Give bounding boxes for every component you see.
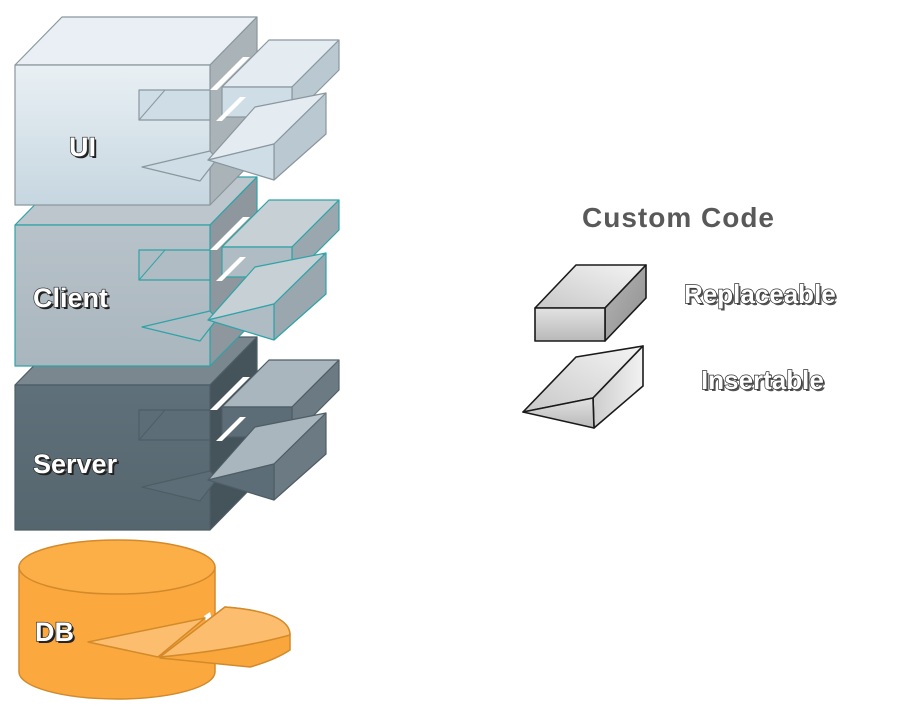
legend: Custom Code Replaceable Replaceable Inse… (522, 202, 838, 429)
server-insertable-piece-front (207, 463, 275, 501)
client-wedge-gap (216, 257, 246, 281)
ui-label-shadow: UI (71, 134, 98, 164)
server-label-shadow: Server (35, 451, 120, 481)
legend-title: Custom Code (582, 202, 775, 233)
box-icon-front (534, 307, 606, 342)
ui-slot-edge (138, 89, 166, 121)
ui-label: UI (69, 132, 96, 162)
box-icon (534, 264, 647, 342)
client-layer (14, 176, 340, 367)
server-label-group: Server Server (32, 448, 120, 481)
client-label-group: Client Client (32, 282, 110, 315)
replaceable-label-shadow: Replaceable (686, 281, 838, 311)
client-insertable-piece-front (207, 303, 275, 341)
client-replaceable-slot (138, 249, 211, 281)
ui-layer (14, 16, 340, 206)
db-label-group: DB DB (34, 616, 76, 649)
client-slot-edge (138, 249, 166, 281)
ui-label-group: UI UI (68, 131, 98, 164)
replaceable-label: Replaceable (684, 279, 836, 309)
db-body (18, 566, 216, 700)
wedge-icon-front (522, 397, 595, 429)
client-label: Client (33, 283, 108, 313)
server-label: Server (33, 449, 118, 479)
ui-slot-gap (210, 57, 250, 90)
ui-wedge-gap (216, 97, 246, 121)
client-slot-gap (210, 217, 250, 250)
db-top (18, 539, 216, 595)
server-wedge-gap (216, 417, 246, 441)
wedge-icon (522, 345, 644, 429)
client-label-shadow: Client (35, 285, 110, 315)
ui-insertable-piece-front (207, 143, 275, 181)
db-insertable-piece-top (159, 606, 291, 658)
db-insertable-slot (87, 617, 206, 658)
server-slot-gap (210, 377, 250, 410)
ui-front-face (14, 64, 211, 206)
insertable-label-shadow: Insertable (703, 367, 826, 397)
server-replaceable-slot (138, 409, 211, 441)
ui-replaceable-slot (138, 89, 211, 121)
server-slot-edge (138, 409, 166, 441)
db-label-shadow: DB (37, 619, 76, 649)
db-label: DB (35, 617, 74, 647)
db-layer (18, 539, 291, 700)
insertable-label: Insertable (701, 365, 824, 395)
